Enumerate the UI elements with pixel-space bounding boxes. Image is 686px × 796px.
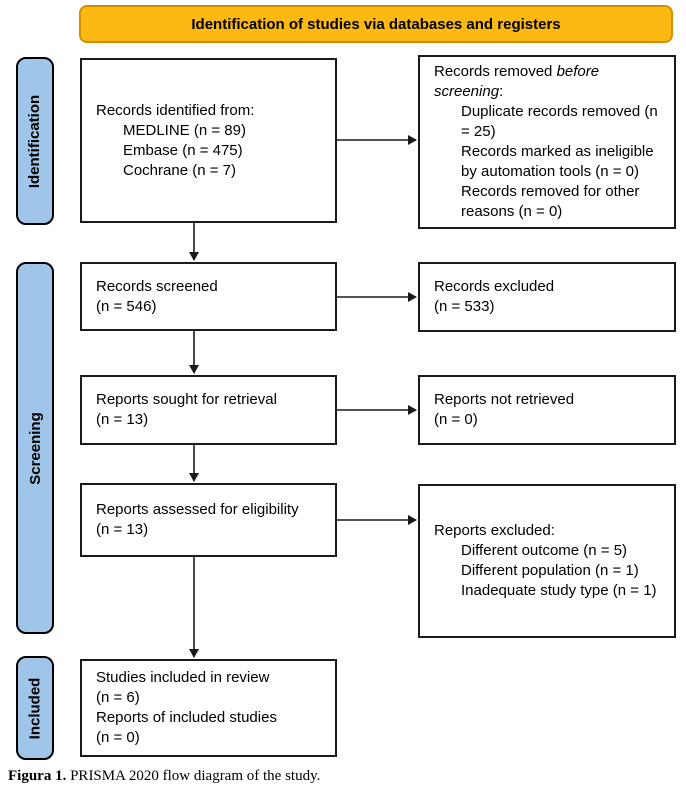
records-identified-source: Embase (n = 475) xyxy=(123,141,243,159)
reports-excluded-reason: Different outcome (n = 5) xyxy=(461,542,628,559)
box-records-identified: Records identified from: MEDLINE (n = 89… xyxy=(80,58,337,223)
stage-label-identification: Identification xyxy=(16,57,54,225)
records-excluded-count: (n = 533) xyxy=(434,298,495,315)
banner-identification-of-studies: Identification of studies via databases … xyxy=(79,5,673,43)
records-excluded-line: Records excluded xyxy=(434,278,555,295)
records-removed-reason: Records marked as ineligible by automati… xyxy=(461,143,654,180)
reports-assessed-count: (n = 13) xyxy=(96,521,149,538)
reports-assessed-line: Reports assessed for eligibility xyxy=(96,501,299,518)
stage-label-included: Included xyxy=(16,656,54,760)
reports-not-retrieved-count: (n = 0) xyxy=(434,411,478,428)
box-reports-assessed: Reports assessed for eligibility (n = 13… xyxy=(80,483,337,557)
records-removed-reason: Records removed for other reasons (n = 0… xyxy=(461,183,640,220)
records-identified-source: MEDLINE (n = 89) xyxy=(123,121,246,139)
reports-included-count: (n = 0) xyxy=(96,729,140,746)
figure-caption: Figura 1. PRISMA 2020 flow diagram of th… xyxy=(8,768,320,785)
stage-label-screening-text: Screening xyxy=(26,411,44,485)
records-screened-count: (n = 546) xyxy=(96,297,157,315)
box-reports-excluded: Reports excluded: Different outcome (n =… xyxy=(418,484,676,638)
stage-label-identification-text: Identification xyxy=(26,94,44,188)
box-records-removed-before-screening: Records removed before screening: Duplic… xyxy=(418,55,676,229)
banner-label: Identification of studies via databases … xyxy=(191,15,561,33)
reports-excluded-reason: Inadequate study type (n = 1) xyxy=(461,582,657,599)
reports-not-retrieved-line: Reports not retrieved xyxy=(434,391,575,408)
box-records-identified-title: Records identified from: xyxy=(96,101,255,119)
reports-sought-line: Reports sought for retrieval xyxy=(96,391,277,408)
studies-included-count: (n = 6) xyxy=(96,689,140,706)
box-records-removed-title: Records removed before screening: xyxy=(434,63,600,100)
records-screened-line: Records screened xyxy=(96,277,218,295)
records-identified-source: Cochrane (n = 7) xyxy=(123,161,236,179)
box-records-screened: Records screened (n = 546) xyxy=(80,262,337,331)
box-studies-included: Studies included in review (n = 6) Repor… xyxy=(80,659,337,757)
stage-label-included-text: Included xyxy=(26,677,44,739)
figure-caption-text: PRISMA 2020 flow diagram of the study. xyxy=(66,768,321,784)
reports-excluded-title: Reports excluded: xyxy=(434,522,555,539)
reports-excluded-reason: Different population (n = 1) xyxy=(461,562,639,579)
stage-label-screening: Screening xyxy=(16,262,54,634)
box-reports-not-retrieved: Reports not retrieved (n = 0) xyxy=(418,375,676,445)
box-reports-sought: Reports sought for retrieval (n = 13) xyxy=(80,375,337,445)
reports-sought-count: (n = 13) xyxy=(96,411,149,428)
records-removed-reason: Duplicate records removed (n = 25) xyxy=(461,103,658,140)
reports-included-line: Reports of included studies xyxy=(96,709,277,726)
studies-included-line: Studies included in review xyxy=(96,669,270,686)
box-records-excluded: Records excluded (n = 533) xyxy=(418,262,676,332)
figure-caption-label: Figura 1. xyxy=(8,768,67,784)
